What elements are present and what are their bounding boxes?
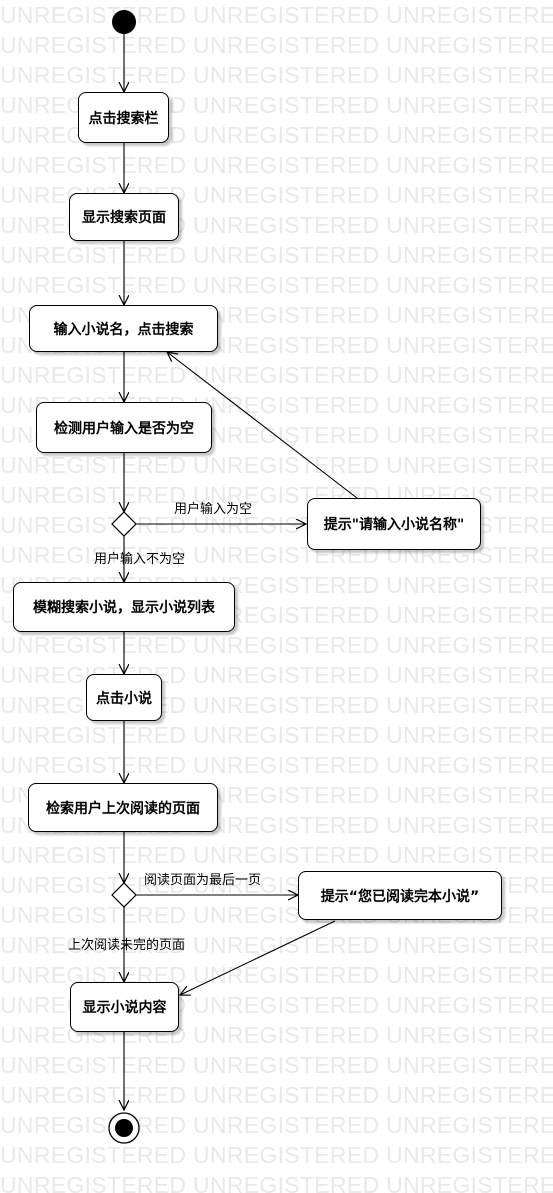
action-click-novel: 点击小说: [86, 674, 162, 721]
action-show-search-page: 显示搜索页面: [69, 193, 179, 241]
final-node-inner: [115, 1119, 133, 1137]
action-check-empty: 检测用户输入是否为空: [36, 402, 212, 453]
action-fuzzy-search: 模糊搜索小说，显示小说列表: [13, 582, 235, 632]
action-show-content: 显示小说内容: [70, 982, 179, 1032]
guard-input-empty: 用户输入为空: [174, 502, 253, 517]
decision-node-page: [111, 882, 137, 908]
flow-prompt-to-input: [167, 352, 358, 499]
guard-last-page: 阅读页面为最后一页: [144, 873, 262, 888]
guard-input-not-empty: 用户输入不为空: [94, 552, 186, 567]
flow-finished-to-content: [180, 920, 336, 995]
initial-node: [112, 10, 136, 34]
decision-node-input: [111, 511, 137, 537]
action-prompt-enter-name: 提示"请输入小说名称": [307, 498, 481, 550]
action-click-search-bar: 点击搜索栏: [78, 92, 169, 143]
action-retrieve-last-page: 检索用户上次阅读的页面: [28, 783, 218, 832]
action-prompt-finished: 提示“您已阅读完本小说”: [298, 871, 502, 920]
guard-unfinished-page: 上次阅读未完的页面: [68, 938, 186, 953]
action-input-and-search: 输入小说名，点击搜索: [29, 305, 218, 352]
